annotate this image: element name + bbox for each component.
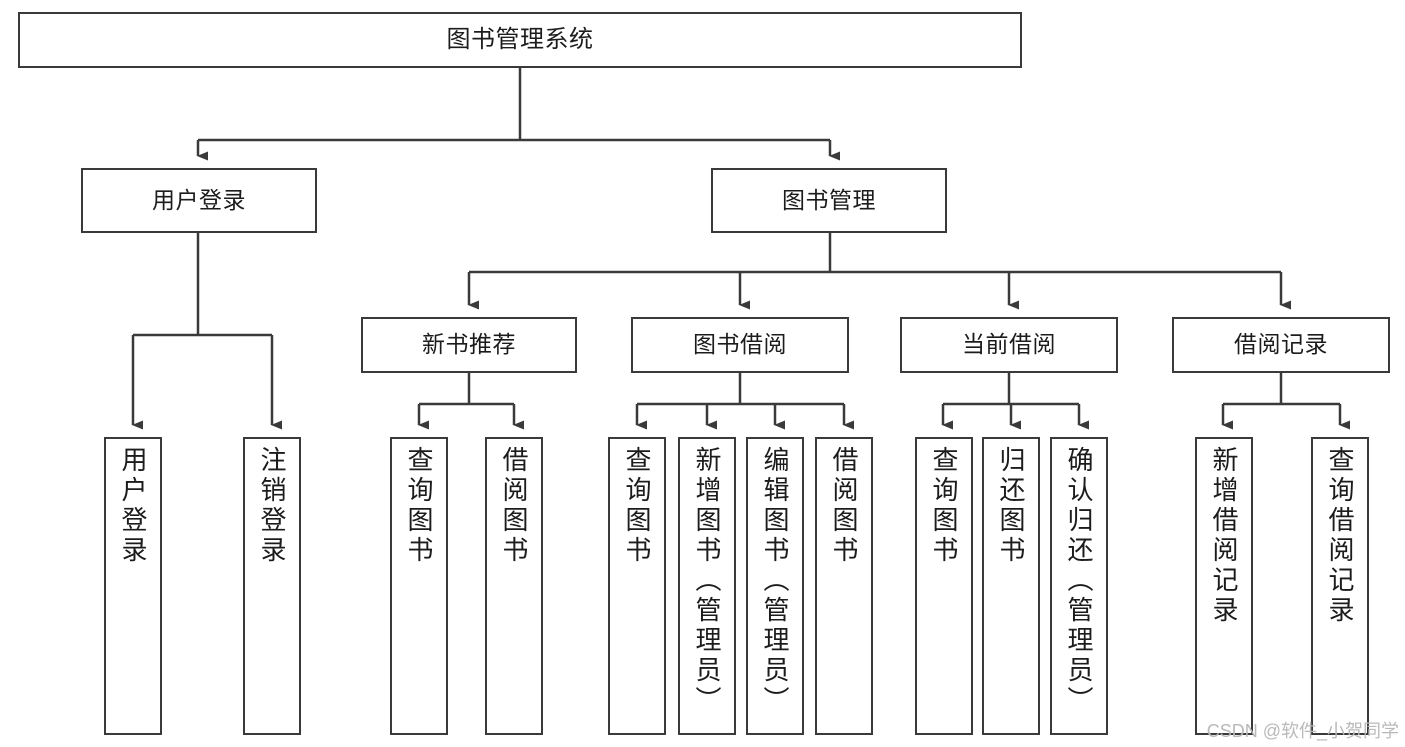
node-label: 用户登录	[118, 446, 148, 566]
node-label: 归还图书	[996, 446, 1026, 566]
node-label: 图书管理	[782, 186, 876, 213]
node-label: 当前借阅	[962, 331, 1056, 358]
node-label: 查询图书	[622, 446, 652, 566]
leaf-borrow-book-borrow[interactable]: 借阅图书	[815, 437, 873, 735]
node-user-login[interactable]: 用户登录	[81, 168, 317, 233]
node-label: 确认归还（管理员）	[1064, 446, 1094, 716]
leaf-borrow-book-recommend[interactable]: 借阅图书	[485, 437, 543, 735]
node-label: 借阅图书	[829, 446, 859, 566]
leaf-return-book[interactable]: 归还图书	[982, 437, 1040, 735]
leaf-query-book-recommend[interactable]: 查询图书	[390, 437, 448, 735]
node-label: 借阅图书	[499, 446, 529, 566]
leaf-query-book-current[interactable]: 查询图书	[915, 437, 973, 735]
leaf-user-login[interactable]: 用户登录	[104, 437, 162, 735]
node-book-manage[interactable]: 图书管理	[711, 168, 947, 233]
node-label: 用户登录	[152, 186, 246, 213]
leaf-add-book-admin[interactable]: 新增图书（管理员）	[678, 437, 736, 735]
node-label: 借阅记录	[1234, 331, 1328, 358]
node-label: 新增借阅记录	[1209, 446, 1239, 626]
node-label: 新增图书（管理员）	[692, 446, 722, 716]
leaf-query-book-borrow[interactable]: 查询图书	[608, 437, 666, 735]
node-label: 图书管理系统	[446, 25, 594, 53]
node-book-borrow[interactable]: 图书借阅	[631, 317, 849, 373]
csdn-watermark: CSDN @软件_小贺同学	[1206, 721, 1399, 741]
node-borrow-record[interactable]: 借阅记录	[1172, 317, 1390, 373]
leaf-add-borrow-record[interactable]: 新增借阅记录	[1195, 437, 1253, 735]
node-label: 图书借阅	[693, 331, 787, 358]
leaf-logout-login[interactable]: 注销登录	[243, 437, 301, 735]
node-label: 新书推荐	[422, 331, 516, 358]
leaf-edit-book-admin[interactable]: 编辑图书（管理员）	[746, 437, 804, 735]
leaf-query-borrow-record[interactable]: 查询借阅记录	[1311, 437, 1369, 735]
node-label: 查询借阅记录	[1325, 446, 1355, 626]
node-label: 编辑图书（管理员）	[760, 446, 790, 716]
node-label: 查询图书	[404, 446, 434, 566]
node-root-book-management-system[interactable]: 图书管理系统	[18, 12, 1022, 68]
leaf-confirm-return-admin[interactable]: 确认归还（管理员）	[1050, 437, 1108, 735]
node-label: 查询图书	[929, 446, 959, 566]
node-new-book-recommend[interactable]: 新书推荐	[361, 317, 577, 373]
node-label: 注销登录	[257, 446, 287, 566]
node-current-borrow[interactable]: 当前借阅	[900, 317, 1118, 373]
